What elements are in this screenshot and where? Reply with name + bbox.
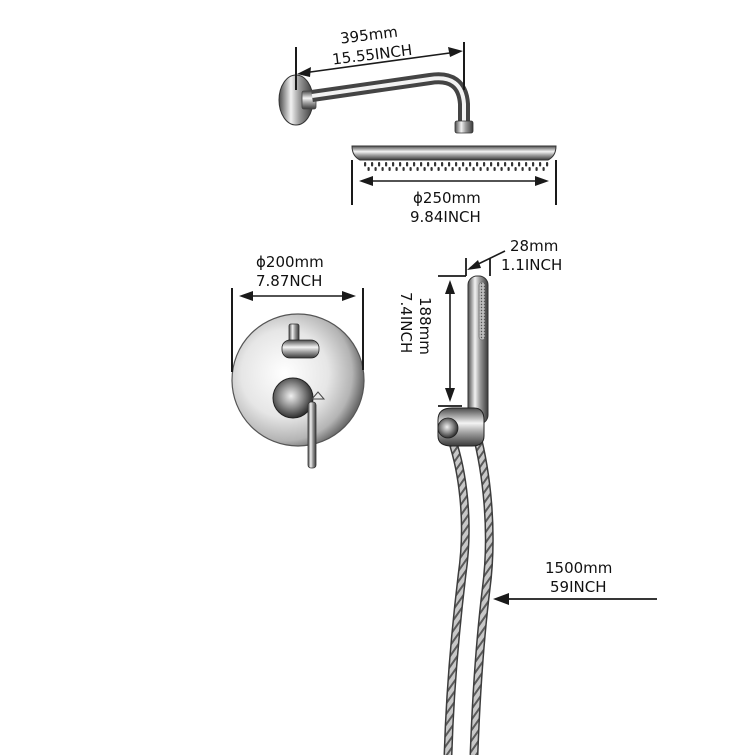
nozzle — [423, 167, 426, 171]
nozzle — [465, 167, 468, 171]
nozzle — [367, 167, 370, 171]
nozzle — [469, 162, 472, 167]
nozzle — [409, 167, 412, 171]
rain-head-nozzles — [364, 162, 549, 171]
nozzle — [518, 162, 521, 167]
hand-shower-width-dimension — [465, 250, 506, 276]
nozzle — [441, 162, 444, 167]
nozzle — [455, 162, 458, 167]
arm-nut — [454, 120, 474, 134]
nozzle — [427, 162, 430, 167]
nozzle — [430, 167, 433, 171]
nozzle — [388, 167, 391, 171]
nozzle — [521, 167, 524, 171]
nozzle — [535, 167, 538, 171]
nozzle — [451, 167, 454, 171]
hand-shower-grip — [478, 281, 486, 341]
nozzle — [528, 167, 531, 171]
nozzle — [385, 162, 388, 167]
nozzle — [462, 162, 465, 167]
hand-shower-width-imperial-label: 1.1INCH — [501, 256, 562, 274]
nozzle — [458, 167, 461, 171]
nozzle — [437, 167, 440, 171]
arm-length-dimension — [295, 42, 465, 90]
hand-shower-length-metric-label: 188mm — [416, 297, 434, 355]
nozzle — [525, 162, 528, 167]
arm-length-line — [302, 51, 458, 74]
brand-logo-icon — [310, 391, 326, 400]
rain-head-diameter-metric-label: ϕ250mm — [413, 189, 481, 207]
nozzle — [381, 167, 384, 171]
holder-wall-connector — [437, 417, 459, 439]
hose-length-metric-label: 1500mm — [545, 559, 612, 577]
nozzle — [402, 167, 405, 171]
nozzle — [434, 162, 437, 167]
nozzle — [364, 162, 367, 167]
nozzle — [546, 162, 549, 167]
diverter-knob — [281, 339, 320, 359]
nozzle — [416, 167, 419, 171]
nozzle — [406, 162, 409, 167]
nozzle — [413, 162, 416, 167]
rain-shower-head — [351, 145, 557, 161]
valve-plate-diameter-imperial-label: 7.87NCH — [256, 272, 322, 290]
nozzle — [500, 167, 503, 171]
hand-shower-length-dimension — [438, 275, 466, 407]
nozzle — [395, 167, 398, 171]
nozzle — [374, 167, 377, 171]
shower-arm-assembly — [278, 72, 557, 171]
nozzle — [514, 167, 517, 171]
nozzle — [539, 162, 542, 167]
nozzle — [392, 162, 395, 167]
nozzle — [483, 162, 486, 167]
nozzle — [399, 162, 402, 167]
nozzle — [479, 167, 482, 171]
nozzle — [378, 162, 381, 167]
hand-shower-length-imperial-label: 7.4INCH — [397, 292, 415, 353]
nozzle — [486, 167, 489, 171]
nozzle — [532, 162, 535, 167]
nozzle — [507, 167, 510, 171]
hand-shower-assembly — [437, 275, 494, 755]
nozzle — [371, 162, 374, 167]
nozzle — [542, 167, 545, 171]
hand-shower-width-metric-label: 28mm — [510, 237, 558, 255]
valve-plate-diameter-dimension — [231, 288, 364, 372]
hose-length-imperial-label: 59INCH — [550, 578, 606, 596]
nozzle — [476, 162, 479, 167]
nozzle — [497, 162, 500, 167]
nozzle — [420, 162, 423, 167]
nozzle — [511, 162, 514, 167]
mixer-knob — [272, 377, 314, 419]
mixer-lever — [307, 401, 317, 469]
nozzle — [444, 167, 447, 171]
rain-head-diameter-imperial-label: 9.84INCH — [410, 208, 481, 226]
valve-plate-diameter-metric-label: ϕ200mm — [256, 253, 324, 271]
nozzle — [493, 167, 496, 171]
hose-length-dimension — [493, 593, 657, 605]
nozzle — [504, 162, 507, 167]
nozzle — [490, 162, 493, 167]
rain-head-diameter-dimension — [351, 160, 557, 205]
nozzle — [448, 162, 451, 167]
mixer-valve-assembly — [231, 313, 365, 469]
nozzle — [472, 167, 475, 171]
